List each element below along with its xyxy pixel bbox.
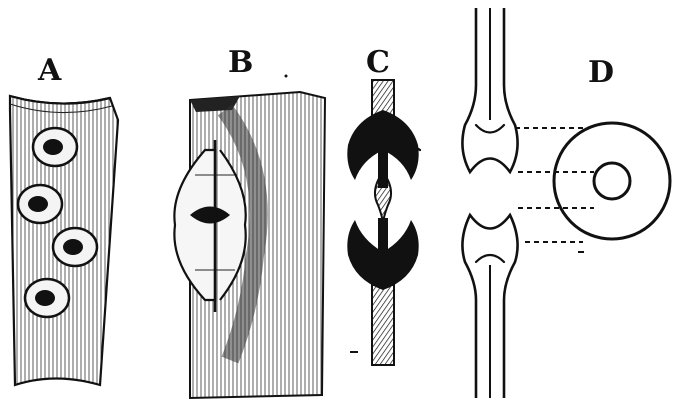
panel-c-label: C [366, 45, 390, 80]
eyelet [18, 185, 62, 223]
upper-eyelet-half [462, 8, 517, 172]
riveted-eyelet-section [347, 80, 420, 365]
eyelet [25, 279, 69, 317]
panel-b-label: B [228, 45, 253, 80]
panel-d-label: D [588, 55, 614, 90]
lower-eyelet-half [462, 215, 517, 398]
panel-d: D [462, 8, 670, 398]
washer-ring [554, 123, 670, 239]
panel-b: B [174, 45, 358, 398]
speck-mark [285, 75, 288, 78]
panel-a: A [10, 53, 118, 385]
panel-c: C [347, 45, 420, 365]
eyelet [33, 128, 77, 166]
eyelet [53, 228, 97, 266]
panel-a-label: A [37, 53, 62, 88]
